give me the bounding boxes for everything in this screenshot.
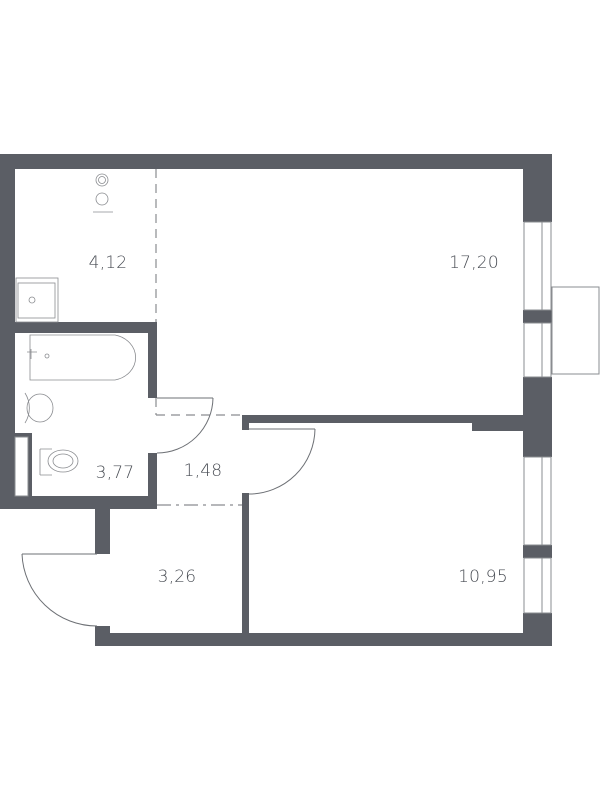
toilet-seat-icon [52, 453, 74, 469]
wall-bath-bottom [0, 496, 157, 509]
wall-shaft-top [15, 433, 32, 439]
wall-left [0, 154, 15, 509]
door-bath-swing [156, 397, 214, 454]
wall-right-3 [523, 377, 552, 457]
sink-basin-icon [17, 282, 56, 319]
wall-living-bedroom-end [472, 415, 525, 431]
bathtub-icon [29, 334, 136, 381]
wall-bath-right-upper [148, 322, 157, 398]
wall-right-1 [523, 154, 552, 222]
room-area-kitchen: 4,12 [88, 253, 128, 273]
room-area-bathroom: 3,77 [95, 463, 135, 483]
room-area-bedroom: 10,95 [458, 567, 508, 587]
room-area-living-room: 17,20 [449, 253, 499, 273]
door-entrance-swing [21, 553, 98, 627]
wall-kitchen-bath [15, 322, 157, 333]
window-bedroom-1 [523, 456, 543, 546]
doors [21, 397, 316, 627]
hob-inner-icon [98, 176, 106, 184]
bathtub-drain-icon [44, 353, 50, 359]
sink-drain-icon [28, 296, 36, 304]
bathtub-faucet-icon [27, 349, 37, 359]
window-living-1-sill [541, 221, 552, 311]
zone-lines [155, 169, 242, 506]
toilet-bowl-icon [47, 449, 79, 473]
hob-icon [95, 173, 109, 187]
wall-entrance-lower [95, 626, 110, 646]
burner-icon [95, 192, 109, 206]
windows [14, 221, 600, 614]
wall-entrance-upper [95, 509, 110, 554]
fixtures [15, 173, 136, 476]
wall-living-bedroom [242, 415, 525, 423]
sink-cabinet-icon [15, 277, 59, 323]
window-living-1 [523, 221, 543, 311]
wall-shaft-side [28, 433, 32, 503]
door-bedroom-swing [248, 428, 316, 495]
room-area-entrance-hall: 3,26 [157, 567, 197, 587]
washbasin-bowl-icon [26, 393, 54, 423]
window-bedroom-2 [523, 557, 543, 614]
walls [0, 154, 552, 646]
wall-bedroom-left [242, 493, 249, 646]
wall-bedroom-stub-top [242, 415, 249, 430]
window-bedroom-2-sill [541, 557, 552, 614]
wall-right-4 [523, 545, 552, 558]
wall-right-2 [523, 310, 552, 323]
wall-bath-right-lower [148, 453, 157, 505]
balcony [551, 286, 600, 375]
window-living-2 [523, 322, 543, 378]
room-area-hall-corridor: 1,48 [183, 461, 223, 481]
shaft [14, 436, 29, 497]
window-living-2-sill [541, 322, 552, 378]
toilet-tank-icon [39, 448, 52, 476]
window-bedroom-1-sill [541, 456, 552, 546]
wall-top [0, 154, 552, 169]
washbasin-outer-icon [24, 392, 30, 424]
wall-bottom [95, 633, 552, 646]
